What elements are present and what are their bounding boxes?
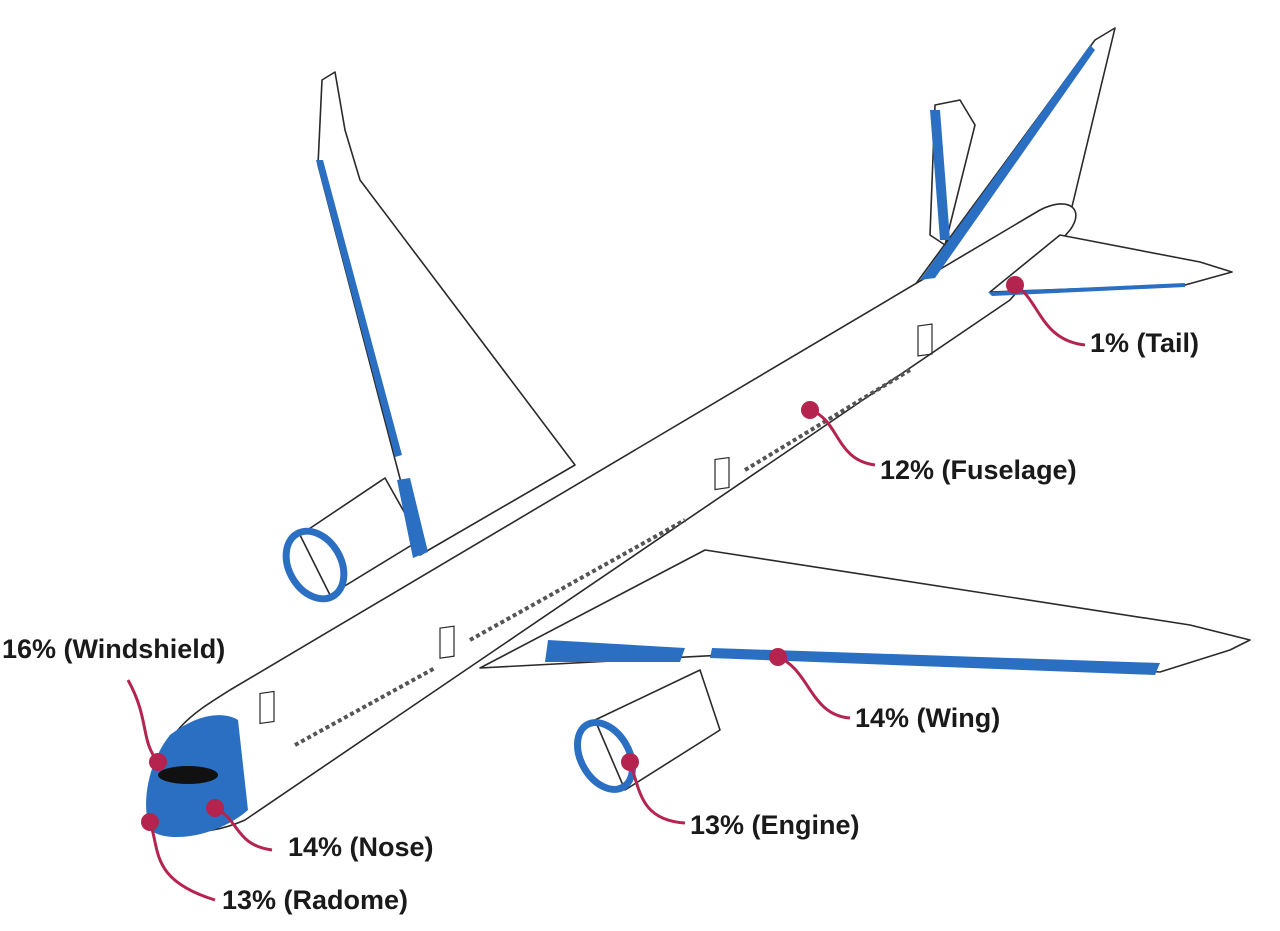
wing-marker — [769, 648, 787, 666]
wing-leader — [777, 655, 851, 720]
stabilizer-edge — [988, 283, 1185, 296]
radome-label: 13% (Radome) — [222, 885, 409, 915]
radome-leader — [148, 821, 216, 902]
tail-leading-edge — [920, 45, 1095, 280]
engine-marker — [621, 753, 639, 771]
fuselage-marker — [801, 401, 819, 419]
right-engine-inlet — [574, 719, 636, 793]
tail-label: 1% (Tail) — [1090, 328, 1200, 358]
left-wing-leading-edge — [316, 160, 402, 457]
tail-leader — [1014, 283, 1086, 347]
left-wing-root-panel — [397, 478, 428, 558]
fuselage-leader — [809, 408, 876, 467]
windshield-label: 16% (Windshield) — [2, 634, 226, 664]
nose-label: 14% (Nose) — [288, 832, 434, 862]
left-engine-inlet — [282, 527, 348, 603]
fuselage-label: 12% (Fuselage) — [880, 455, 1077, 485]
radome-marker — [141, 813, 159, 831]
nose-marker — [206, 799, 224, 817]
engine-label: 13% (Engine) — [690, 810, 860, 840]
cockpit-window — [158, 766, 218, 784]
windshield-leader — [126, 679, 160, 763]
engine-leader — [628, 761, 686, 825]
window-row — [294, 368, 912, 747]
wing-leading-edge-outer — [710, 648, 1160, 675]
windshield-marker — [149, 753, 167, 771]
wing-label: 14% (Wing) — [855, 703, 1001, 733]
stabilizer-leading-edge — [930, 110, 950, 240]
wing-leading-edge-inner — [545, 640, 685, 662]
tail-marker — [1006, 276, 1024, 294]
left-wing — [317, 71, 576, 556]
